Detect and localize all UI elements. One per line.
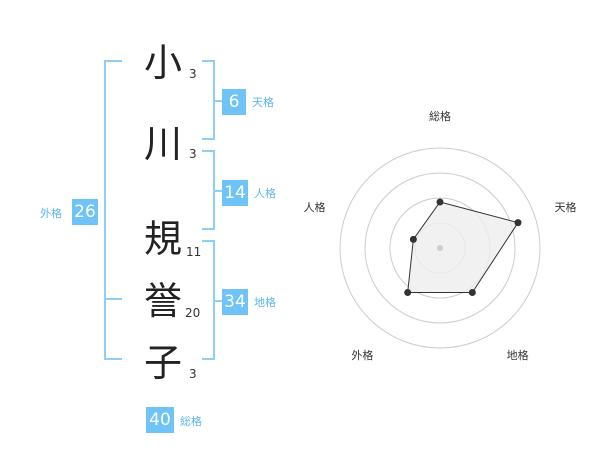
name-char-1: 小 (143, 41, 182, 85)
jinkaku-value-badge: 14 (222, 180, 248, 206)
stroke-count-4: 20 (185, 306, 201, 320)
radar-ring-3 (364, 172, 516, 324)
radar-ring-4 (339, 147, 541, 349)
radar-center (437, 245, 443, 251)
stroke-count-3: 11 (186, 245, 202, 259)
stroke-count-1: 3 (189, 67, 197, 81)
gaikaku-value-badge: 26 (72, 199, 98, 225)
tenkaku-label: 天格 (252, 96, 274, 109)
soukaku-value-badge: 40 (146, 407, 174, 433)
name-char-2: 川 (143, 122, 182, 166)
radar-point-4 (404, 288, 412, 296)
chikaku-connector (213, 300, 222, 302)
gaikaku-bracket-mid (104, 298, 122, 300)
tenkaku-connector (213, 100, 222, 102)
gaikaku-label: 外格 (40, 207, 62, 220)
gaikaku-bracket (104, 60, 122, 360)
radar-axis-label-4: 外格 (351, 348, 373, 362)
radar-point-1 (436, 198, 444, 206)
tenkaku-value-badge: 6 (222, 89, 246, 115)
radar-area (407, 201, 519, 293)
chikaku-label: 地格 (254, 296, 276, 309)
jinkaku-label: 人格 (254, 187, 276, 200)
name-char-4: 誉 (143, 279, 182, 323)
stroke-count-2: 3 (189, 147, 197, 161)
radar-axis-label-5: 人格 (303, 200, 325, 214)
stroke-count-5: 3 (189, 367, 197, 381)
radar-axis-label-1: 総格 (429, 109, 451, 123)
radar-point-2 (514, 219, 522, 227)
name-char-5: 子 (143, 341, 182, 385)
soukaku-label: 総格 (180, 415, 202, 428)
jinkaku-connector (213, 190, 222, 192)
radar-axis-label-3: 地格 (507, 348, 529, 362)
radar-axis-label-2: 天格 (555, 200, 577, 214)
name-char-3: 規 (143, 217, 182, 261)
chikaku-value-badge: 34 (222, 289, 248, 315)
radar-point-5 (409, 235, 417, 243)
radar-point-3 (468, 288, 476, 296)
